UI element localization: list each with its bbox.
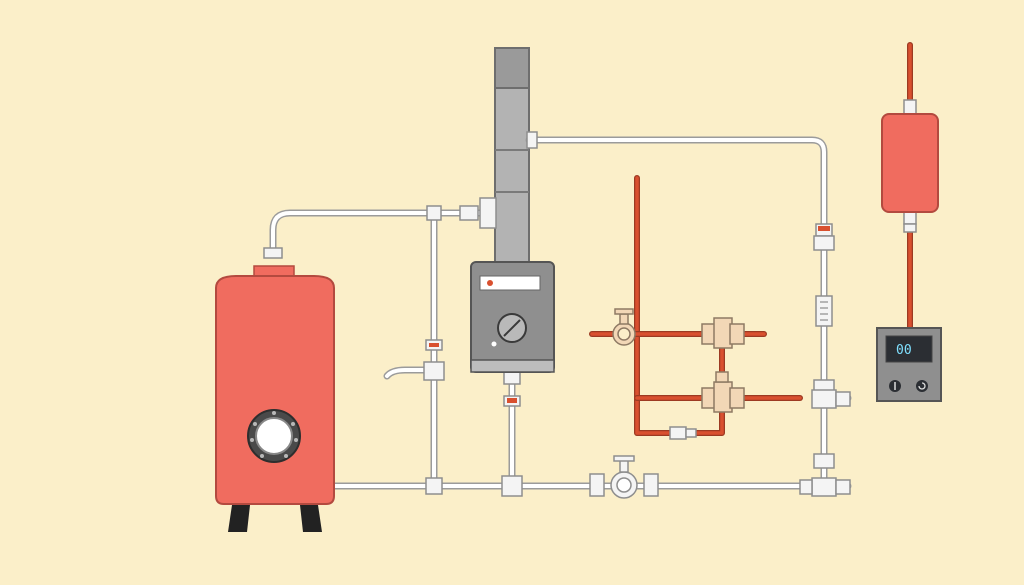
- flue-pipe: [494, 47, 530, 264]
- gate-valve-icon[interactable]: [589, 455, 659, 499]
- controller-panel-icon: 00: [876, 327, 942, 402]
- pipe-fittings: [263, 99, 917, 497]
- expansion-tank-icon: [881, 113, 939, 213]
- power-button[interactable]: [889, 380, 901, 392]
- reset-button[interactable]: [916, 380, 928, 392]
- water-heater-tank-icon: [215, 265, 335, 532]
- boiler-unit-icon: [470, 261, 555, 373]
- gate-valve-icon[interactable]: [612, 308, 636, 346]
- tank-bolts: [250, 411, 298, 458]
- copper-pipe-network: [589, 42, 913, 436]
- controller-display: 00: [896, 343, 912, 358]
- white-pipe-network: [269, 136, 852, 490]
